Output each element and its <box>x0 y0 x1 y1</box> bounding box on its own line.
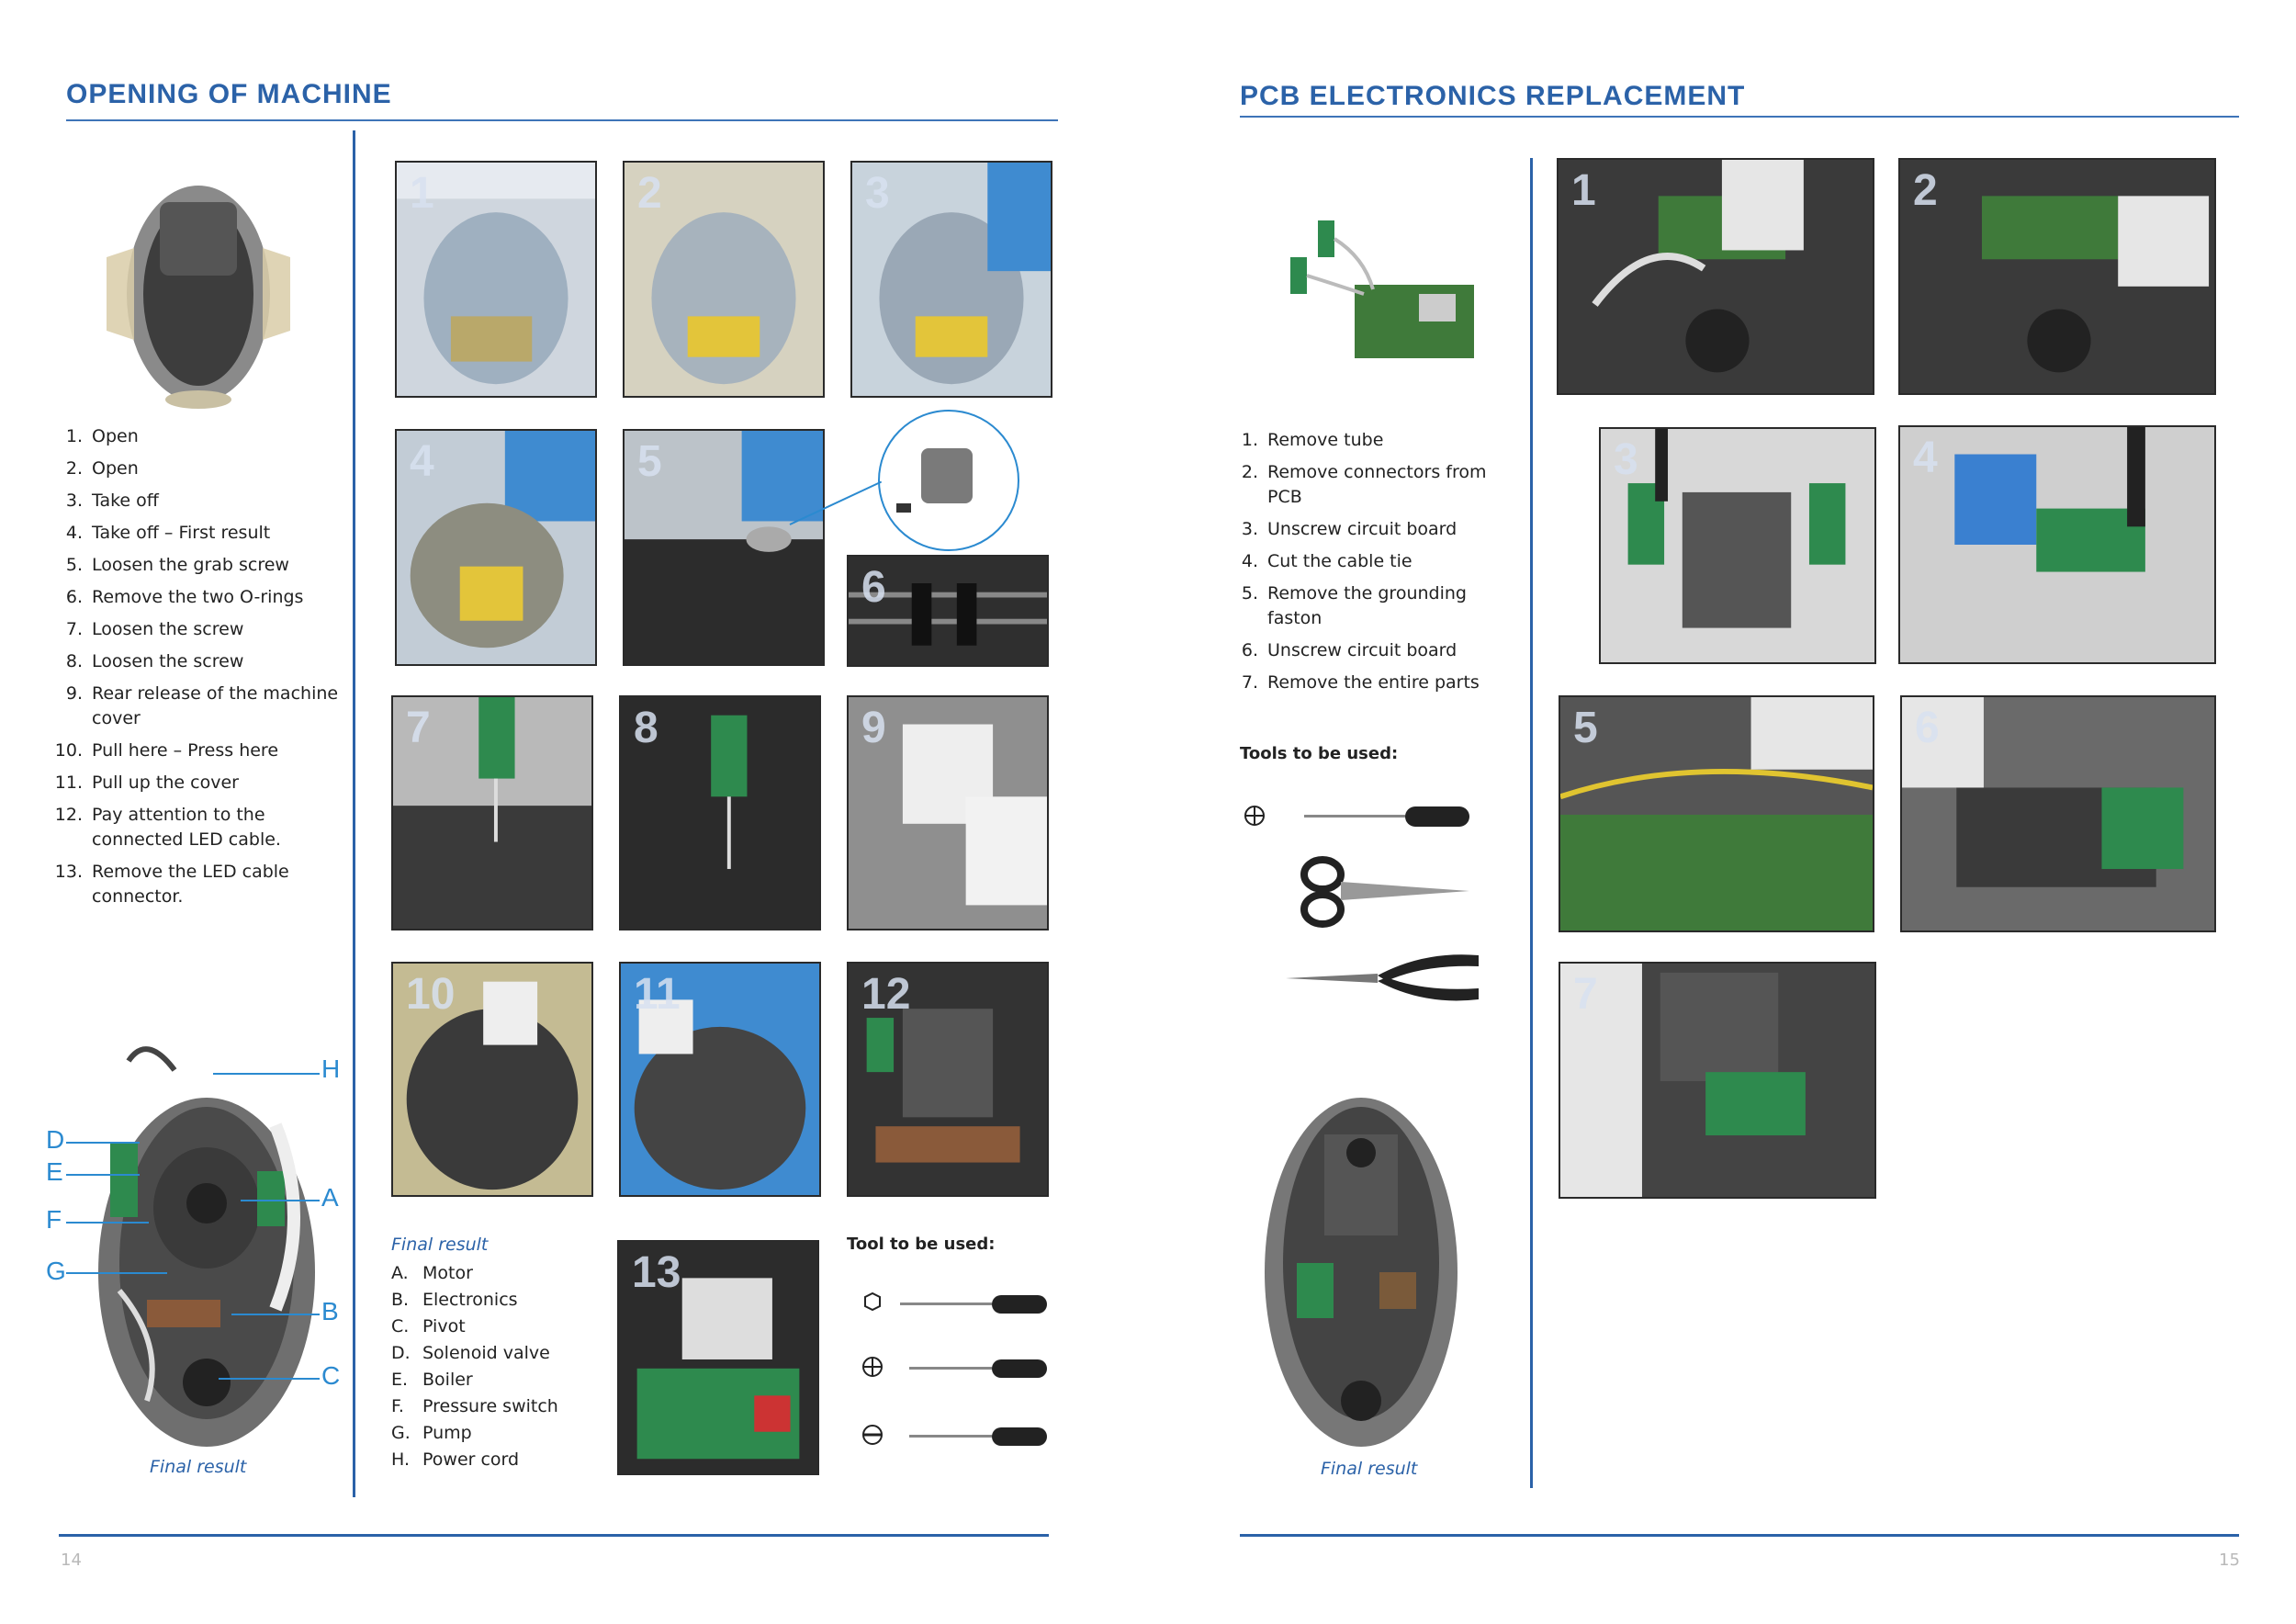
callout-d: D <box>46 1125 65 1154</box>
callout-c: C <box>321 1361 341 1390</box>
legend-item: C.Pivot <box>391 1316 466 1336</box>
photo-step-8: 8 <box>619 695 821 930</box>
step-item: 2.Remove connectors from PCB <box>1241 462 1487 507</box>
column-divider-left <box>353 130 355 1497</box>
phillips-icon <box>862 1357 883 1377</box>
final-result-image-right <box>1260 1088 1462 1456</box>
photo-step-7: 7 <box>391 695 593 930</box>
tools-heading-right: Tools to be used: <box>1240 744 1399 763</box>
step-item: 6.Remove the two O-rings <box>65 587 304 607</box>
photo-step-13: 13 <box>617 1240 819 1475</box>
page-number-right: 15 <box>2219 1551 2240 1570</box>
hex-screwdriver <box>854 1286 1056 1323</box>
legend-item: B.Electronics <box>391 1290 518 1310</box>
machine-top-image <box>88 165 309 413</box>
step-item: 5.Remove the grounding faston <box>1241 583 1467 628</box>
step-item: 7.Remove the entire parts <box>1241 672 1480 693</box>
callout-line-a <box>241 1200 320 1201</box>
step-item: 6.Unscrew circuit board <box>1241 640 1458 660</box>
photo-step-2: 2 <box>623 161 825 398</box>
page-title-right: PCB ELECTRONICS REPLACEMENT <box>1240 81 1746 111</box>
photo-step-6: 6 <box>847 555 1049 667</box>
callout-line-g <box>66 1272 167 1274</box>
legend-item: D.Solenoid valve <box>391 1343 550 1363</box>
step-item: 13.Remove the LED cable connector. <box>54 862 289 907</box>
step-item: 3.Take off <box>65 491 159 511</box>
callout-a: A <box>321 1183 339 1212</box>
callout-f: F <box>46 1205 62 1234</box>
step-item: 1.Remove tube <box>1241 430 1384 450</box>
step-item: 8.Loosen the screw <box>65 651 244 671</box>
pcb-photo-step-1: 1 <box>1557 158 1874 395</box>
callout-line-e <box>66 1174 140 1176</box>
step-item: 3.Unscrew circuit board <box>1241 519 1458 539</box>
title-rule-left <box>66 119 1058 121</box>
callout-line-c <box>219 1378 320 1380</box>
final-result-caption-right: Final result <box>1321 1459 1418 1479</box>
pcb-photo-step-2: 2 <box>1898 158 2216 395</box>
legend-item: A.Motor <box>391 1263 473 1283</box>
photo-step-3: 3 <box>850 161 1052 398</box>
legend-item: F.Pressure switch <box>391 1396 558 1416</box>
photo-step-4: 4 <box>395 429 597 666</box>
pcb-photo-step-5: 5 <box>1559 695 1874 932</box>
hex-icon <box>864 1291 881 1312</box>
callout-line-d <box>66 1142 140 1144</box>
step-item: 9.Rear release of the machine cover <box>65 683 339 728</box>
phillips-screwdriver <box>854 1350 1056 1387</box>
step-item: 5.Loosen the grab screw <box>65 555 289 575</box>
tools-heading-left: Tool to be used: <box>847 1235 996 1254</box>
photo-step-12: 12 <box>847 962 1049 1197</box>
legend-item: H.Power cord <box>391 1449 520 1470</box>
page-title-left: OPENING OF MACHINE <box>66 79 392 109</box>
callout-h: H <box>321 1054 341 1083</box>
legend-list: A.Motor B.Electronics C.Pivot D.Solenoid… <box>391 1260 558 1473</box>
scissors-tool <box>1295 854 1479 928</box>
legend-item: G.Pump <box>391 1423 472 1443</box>
step-item: 10.Pull here – Press here <box>54 740 279 761</box>
pcb-photo-step-6: 6 <box>1900 695 2216 932</box>
title-rule-right <box>1240 116 2239 118</box>
legend-title: Final result <box>391 1235 489 1255</box>
photo-step-10: 10 <box>391 962 593 1197</box>
pcb-photo-step-7: 7 <box>1559 962 1876 1199</box>
pcb-photo-step-3: 3 <box>1599 427 1876 664</box>
pcb-parts-image <box>1281 202 1492 372</box>
step-item: 2.Open <box>65 458 139 479</box>
callout-line-b <box>231 1314 320 1315</box>
pcb-photo-step-4: 4 <box>1898 425 2216 664</box>
callout-line-f <box>66 1222 149 1224</box>
callout-e: E <box>46 1157 63 1186</box>
photo-step-1: 1 <box>395 161 597 398</box>
steps-list-left: 1.Open 2.Open 3.Take off 4.Take off – Fi… <box>51 424 355 917</box>
final-result-diagram <box>92 1033 321 1456</box>
pliers-tool <box>1286 946 1488 1010</box>
phillips-screwdriver-right <box>1240 797 1479 834</box>
photo-step-9: 9 <box>847 695 1049 930</box>
zoom-detail-circle <box>878 410 1019 551</box>
flathead-screwdriver <box>854 1418 1056 1455</box>
page-number-left: 14 <box>61 1551 82 1570</box>
footer-rule-right <box>1240 1534 2239 1537</box>
callout-b: B <box>321 1297 339 1325</box>
column-divider-right <box>1530 158 1533 1488</box>
final-result-caption-left: Final result <box>150 1457 247 1477</box>
step-item: 7.Loosen the screw <box>65 619 244 639</box>
phillips-icon <box>1244 806 1265 826</box>
flathead-icon <box>862 1425 883 1445</box>
callout-g: G <box>46 1257 66 1285</box>
photo-step-5: 5 <box>623 429 825 666</box>
step-item: 12.Pay attention to the connected LED ca… <box>54 805 281 850</box>
pliers-icon <box>1286 954 1479 1001</box>
step-item: 4.Cut the cable tie <box>1241 551 1412 571</box>
scissors-icon <box>1300 856 1469 928</box>
step-item: 4.Take off – First result <box>65 523 271 543</box>
legend-item: E.Boiler <box>391 1370 473 1390</box>
step-item: 11.Pull up the cover <box>54 773 239 793</box>
footer-rule-left <box>59 1534 1049 1537</box>
steps-list-right: 1.Remove tube 2.Remove connectors from P… <box>1227 428 1521 703</box>
callout-line-h <box>213 1073 320 1075</box>
photo-step-11: 11 <box>619 962 821 1197</box>
step-item: 1.Open <box>65 426 139 446</box>
